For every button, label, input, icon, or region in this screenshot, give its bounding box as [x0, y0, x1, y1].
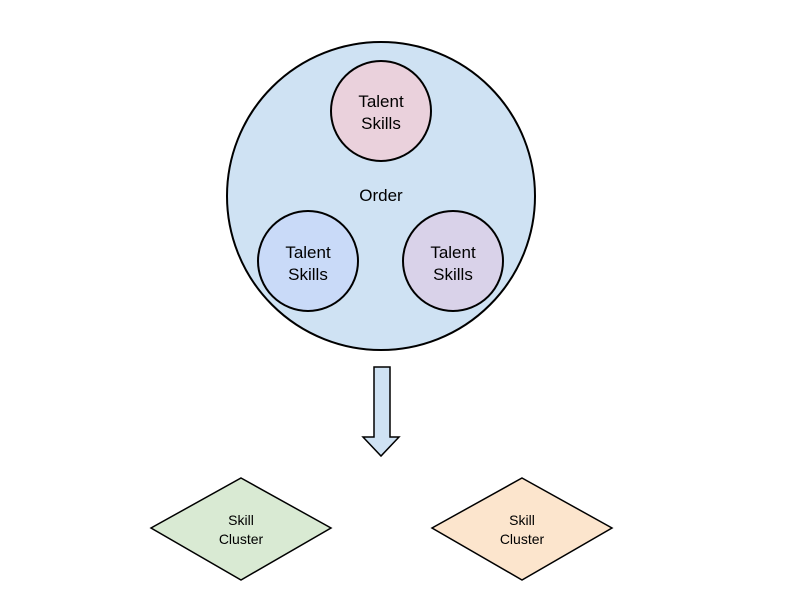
- talent-skills-label-line2: Skills: [433, 265, 473, 284]
- talent-skills-node-right: Talent Skills: [402, 210, 504, 312]
- talent-skills-node-top: Talent Skills: [330, 60, 432, 162]
- talent-skills-circle: [402, 210, 504, 312]
- skill-cluster-label-line1: Skill: [509, 512, 535, 528]
- talent-skills-label-line1: Talent: [285, 243, 331, 262]
- skill-cluster-diamond: [430, 477, 614, 581]
- skill-cluster-label-line1: Skill: [228, 512, 254, 528]
- skill-cluster-label-line2: Cluster: [500, 531, 545, 547]
- talent-skills-label-line2: Skills: [361, 114, 401, 133]
- down-arrow: [361, 366, 401, 458]
- skill-cluster-diamond: [149, 477, 333, 581]
- talent-skills-label-line1: Talent: [358, 92, 404, 111]
- talent-skills-label-line1: Talent: [430, 243, 476, 262]
- skill-cluster-node-right: Skill Cluster: [430, 477, 614, 581]
- order-label: Order: [359, 186, 403, 205]
- talent-skills-label-line2: Skills: [288, 265, 328, 284]
- skill-cluster-label-line2: Cluster: [219, 531, 264, 547]
- talent-skills-circle: [257, 210, 359, 312]
- talent-skills-circle: [330, 60, 432, 162]
- skill-cluster-node-left: Skill Cluster: [149, 477, 333, 581]
- talent-skills-node-left: Talent Skills: [257, 210, 359, 312]
